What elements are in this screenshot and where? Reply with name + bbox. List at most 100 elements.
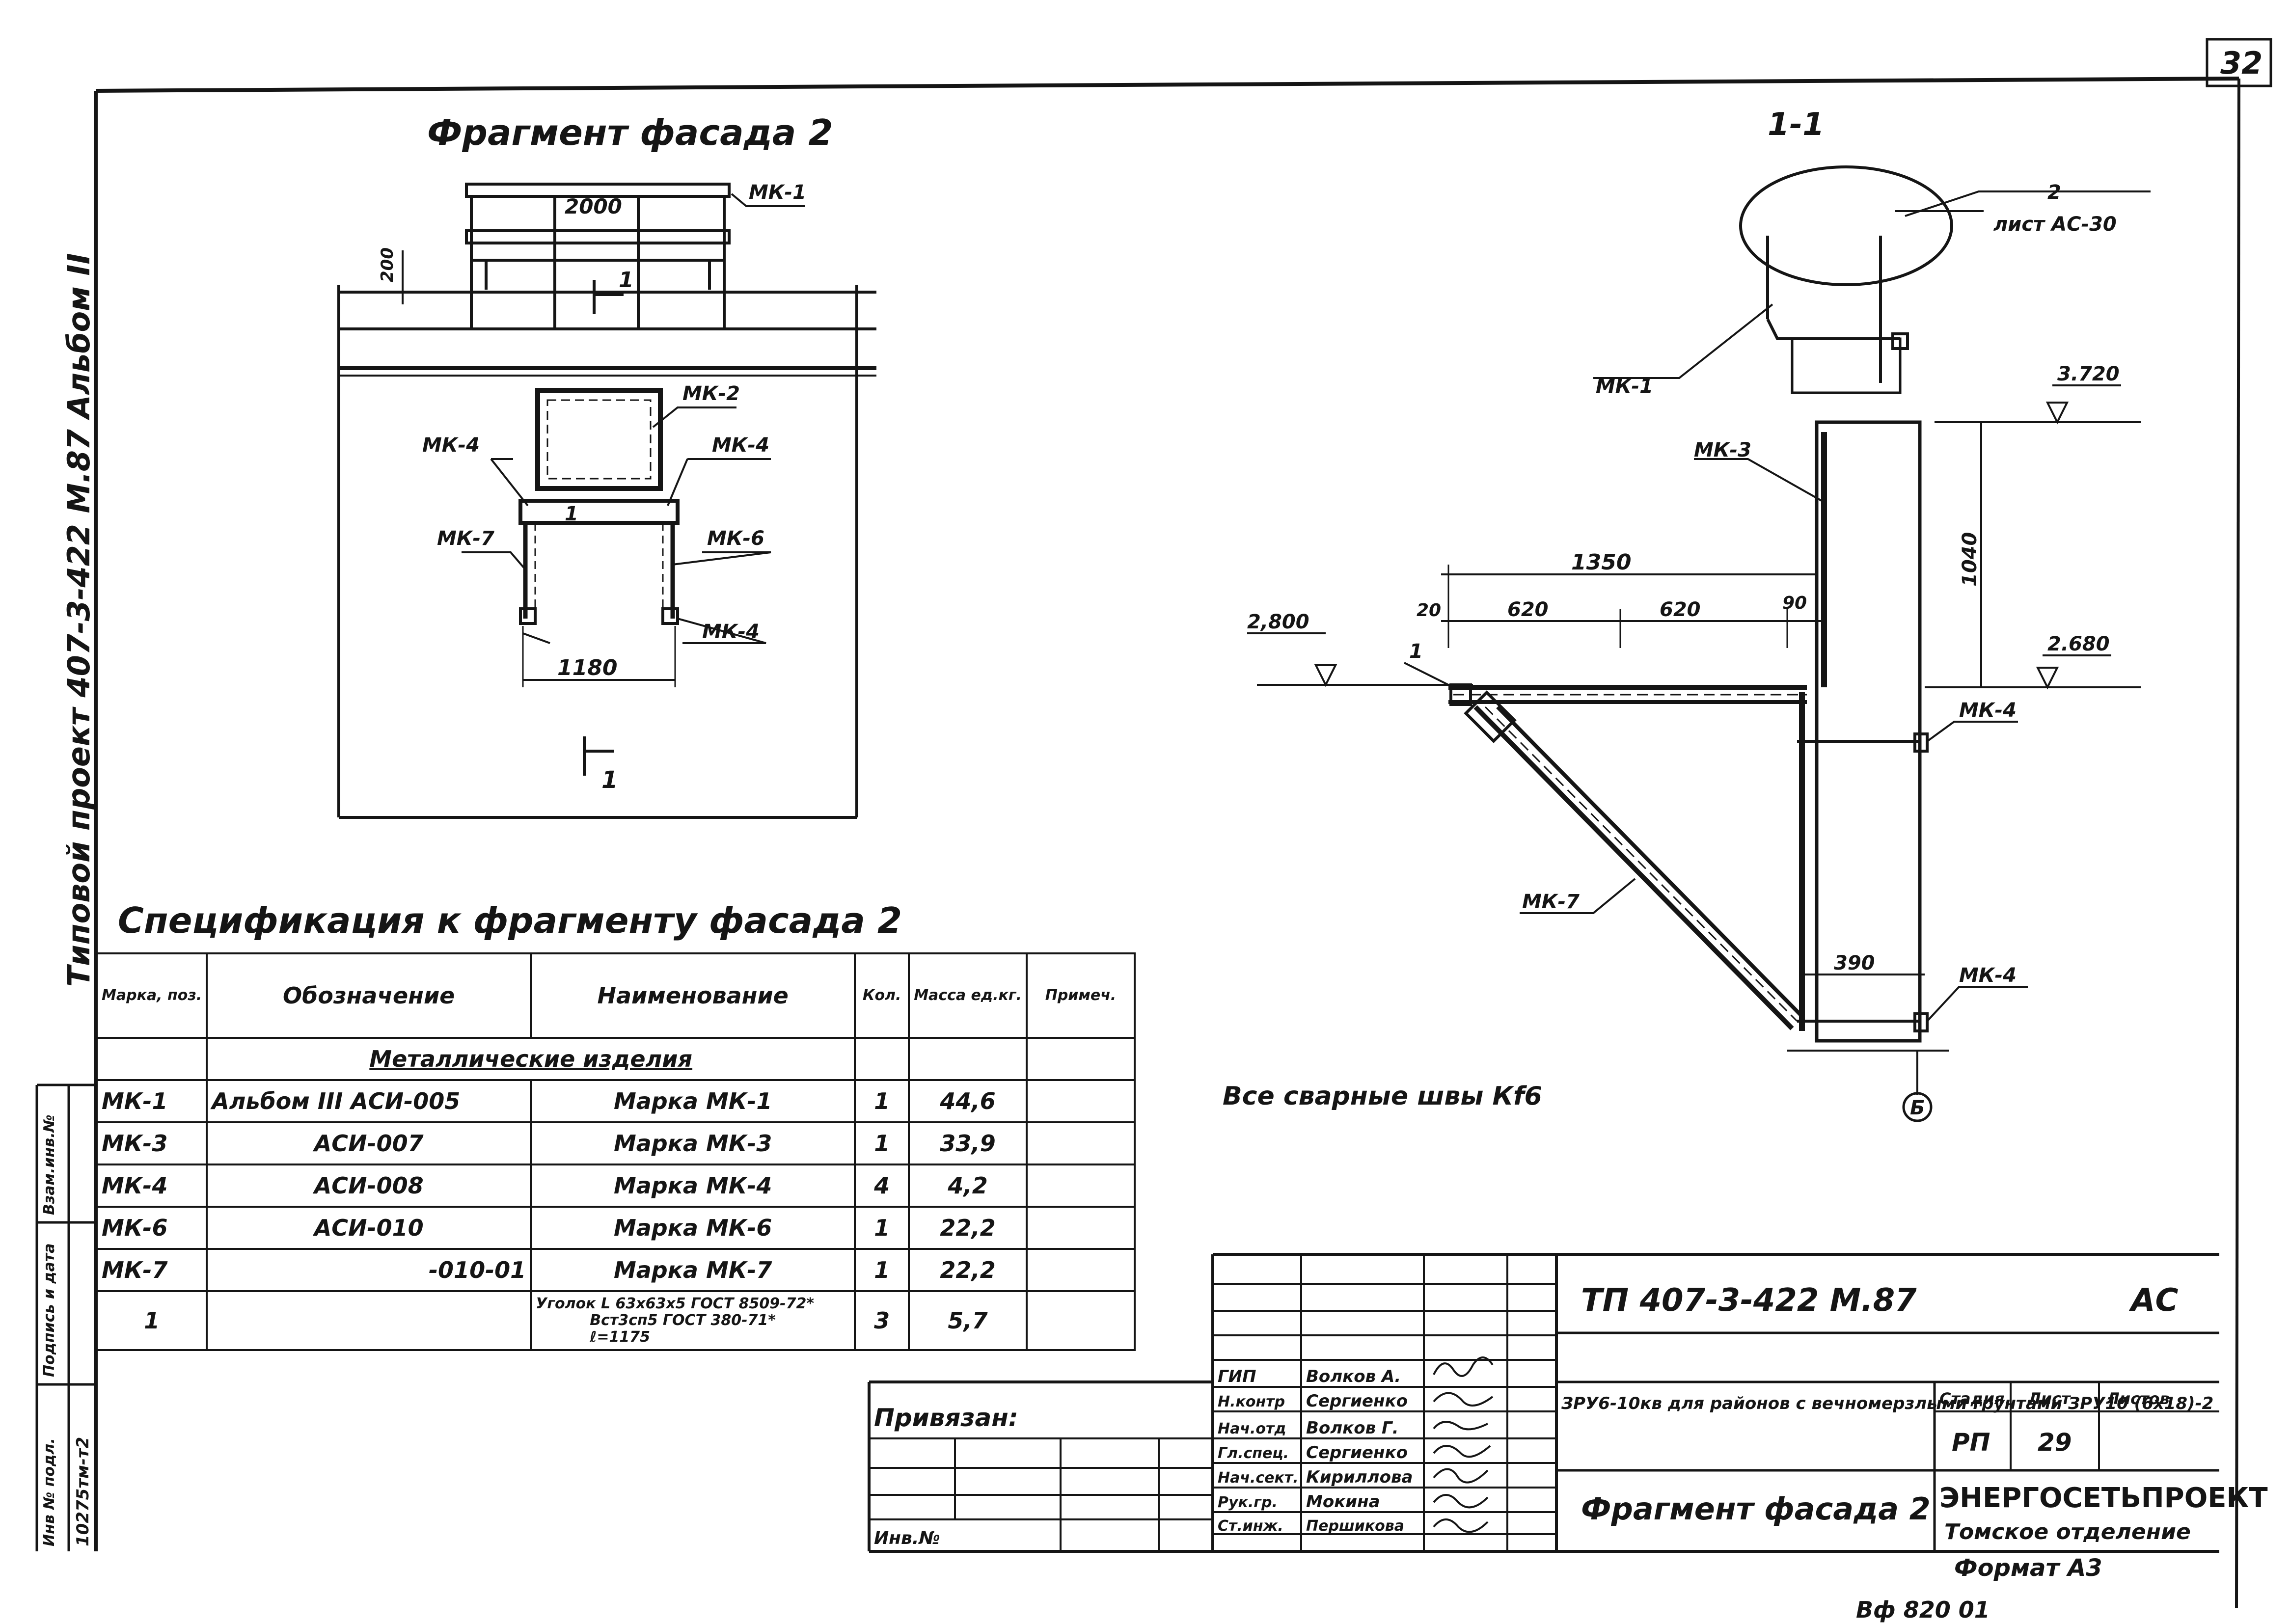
side-stamp: Типовой проект 407-3-422 М.87 Альбом II [61,253,97,987]
cell-note [1025,1164,1136,1208]
section-note-sheet: лист АС-30 [1993,213,2117,236]
angle-length: ℓ=1175 [590,1328,650,1346]
sign-label: Подпись и дата [41,1244,58,1377]
cell-mark: МК-4 [95,1164,208,1208]
sheets-label: Листов [2106,1389,2170,1408]
cell-note [1025,1248,1136,1292]
name-glspec: Сергиенко [1306,1443,1408,1462]
label-mk4-section-top: МК-4 [1959,699,2017,722]
dim-620-a: 620 [1507,598,1549,621]
privyazan-label: Привязан: [874,1404,1018,1432]
dim-20: 20 [1417,600,1441,621]
level-3720: 3.720 [2057,363,2120,385]
spec-group-row: Металлические изделия [95,1037,1136,1081]
role-nachotd: Нач.отд [1218,1420,1286,1437]
dim-1040: 1040 [1959,532,1981,587]
cell-name: Марка МК-4 [530,1164,856,1208]
description-line: ЗРУ6-10кв для районов с вечномерзлыми гр… [1561,1394,2213,1413]
label-mk1-section: МК-1 [1596,375,1653,398]
label-mk4-left: МК-4 [422,434,480,457]
cell-mass: 44,6 [908,1079,1028,1123]
cell-designation: АСИ-010 [206,1206,532,1250]
cell-designation: АСИ-007 [206,1121,532,1165]
cell-qty: 4 [854,1164,910,1208]
label-mk1-facade: МК-1 [749,181,806,204]
header-note: Примеч. [1025,952,1136,1039]
cell-note [1025,1206,1136,1250]
label-mk4-section-bottom: МК-4 [1959,964,2017,987]
table-row: МК-4 АСИ-008 Марка МК-4 4 4,2 [95,1164,1136,1208]
cell-mark: 1 [95,1290,208,1351]
facade-dim-height: 200 [378,247,397,282]
name-nkontr: Сергиенко [1306,1391,1408,1411]
dim-1350: 1350 [1571,550,1631,575]
angle-profile: L 63х63х5 ГОСТ 8509-72* [601,1295,815,1312]
role-nachsekt: Нач.сект. [1218,1469,1299,1487]
name-stinzh: Першикова [1306,1517,1404,1535]
label-mk7-facade: МК-7 [437,527,494,550]
table-row: МК-6 АСИ-010 Марка МК-6 1 22,2 [95,1206,1136,1250]
facade-dim-top: 2000 [565,194,622,218]
cell-qty: 1 [854,1206,910,1250]
header-qty: Кол. [854,952,910,1039]
level-2680: 2.680 [2047,633,2110,655]
table-row: МК-1 Альбом III АСИ-005 Марка МК-1 1 44,… [95,1079,1136,1123]
format-label: Формат А3 [1954,1554,2102,1582]
role-stinzh: Ст.инж. [1218,1517,1283,1535]
section-title: 1-1 [1768,107,1825,143]
axis-b: Б [1910,1097,1925,1119]
cell-mark: МК-3 [95,1121,208,1165]
angle-name: Уголок [536,1295,596,1312]
stage-label: Стадия [1939,1389,2004,1408]
dim-620-b: 620 [1660,598,1701,621]
facade-section-mark-top: 1 [619,268,634,293]
doc-section: АС [2128,1282,2179,1319]
sheet-value: 29 [2038,1428,2072,1457]
facade-dim-bottom: 1180 [557,655,617,680]
spec-group: Металлические изделия [206,1037,856,1081]
drawing-name: Фрагмент фасада 2 [1581,1491,1931,1527]
header-designation: Обозначение [206,952,532,1039]
page-number: 32 [2220,45,2263,81]
role-gip: ГИП [1218,1367,1256,1386]
name-rukgr: Мокина [1306,1492,1380,1512]
cell-mass: 22,2 [908,1206,1028,1250]
header-name: Наименование [530,952,856,1039]
table-row: МК-7 -010-01 Марка МК-7 1 22,2 [95,1248,1136,1292]
cell-mass: 33,9 [908,1121,1028,1165]
cell-mark: МК-6 [95,1206,208,1250]
name-nachsekt: Кириллова [1306,1467,1413,1487]
cell-name: Марка МК-6 [530,1206,856,1250]
label-mk6-facade: МК-6 [707,527,764,550]
cell-mass: 4,2 [908,1164,1028,1208]
cell-name: Марка МК-7 [530,1248,856,1292]
replace-label: Взам.инв.№ [41,1114,58,1215]
role-nkontr: Н.контр [1218,1393,1285,1410]
cell-qty: 1 [854,1248,910,1292]
label-mk4-right: МК-4 [712,434,769,457]
cell-name-angle: Уголок L 63х63х5 ГОСТ 8509-72* Вст3сп5 Г… [530,1290,856,1351]
spec-header-row: Марка, поз. Обозначение Наименование Кол… [95,952,1136,1039]
doc-code: ТП 407-3-422 М.87 [1581,1282,1917,1319]
role-glspec: Гл.спец. [1218,1445,1289,1462]
header-mass: Масса ед.кг. [908,952,1028,1039]
level-2800: 2,800 [1247,611,1309,633]
cell-qty: 1 [854,1121,910,1165]
section-pos-1: 1 [1409,640,1423,663]
bottom-code: Вф 820 01 [1856,1597,1990,1623]
table-row: МК-3 АСИ-007 Марка МК-3 1 33,9 [95,1121,1136,1165]
dim-390: 390 [1834,952,1875,974]
cell-mass: 5,7 [908,1290,1028,1351]
cell-qty: 3 [854,1290,910,1351]
cell-qty: 1 [854,1079,910,1123]
cell-name: Марка МК-1 [530,1079,856,1123]
cell-designation [206,1290,532,1351]
stage-value: РП [1952,1428,1990,1457]
spec-table: Марка, поз. Обозначение Наименование Кол… [95,952,1136,1351]
angle-steel: Вст3сп5 ГОСТ 380-71* [590,1312,776,1329]
cell-mark: МК-1 [95,1079,208,1123]
table-row: 1 Уголок L 63х63х5 ГОСТ 8509-72* Вст3сп5… [95,1290,1136,1351]
role-rukgr: Рук.гр. [1218,1494,1278,1511]
signatures [1433,1356,1494,1533]
